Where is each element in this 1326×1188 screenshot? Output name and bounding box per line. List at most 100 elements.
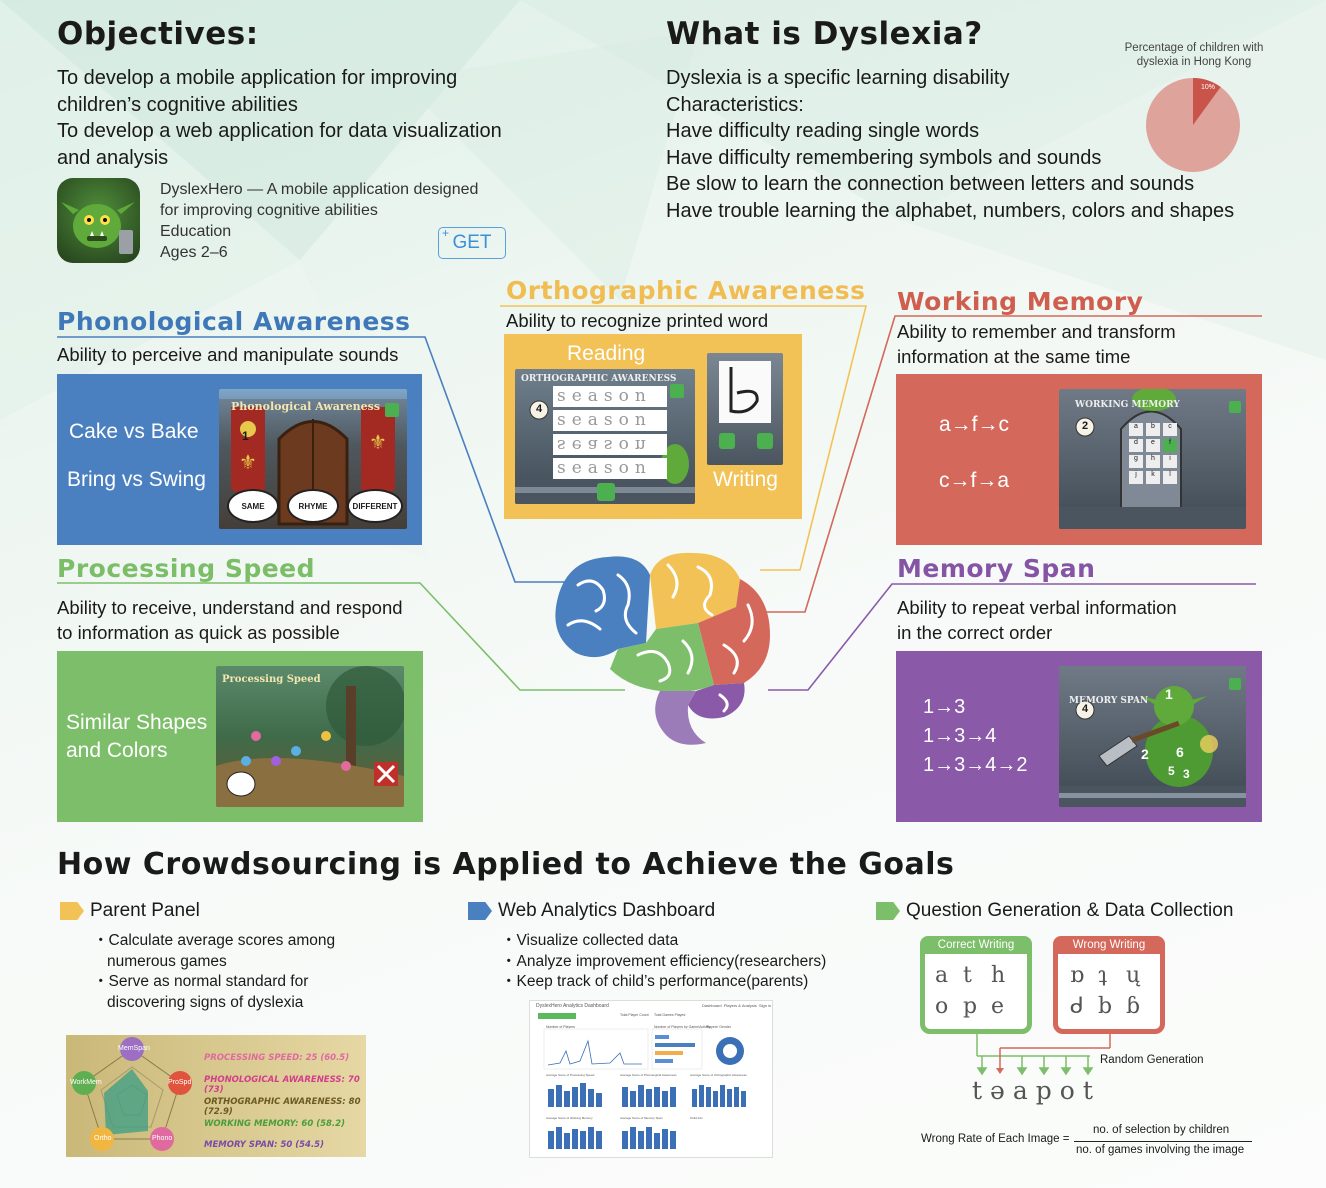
word-letter: t: [972, 1076, 983, 1105]
memspan-panel: 1→3 1→3→4 1→3→4→2 MEMORY SPAN 4 1 2 6 5 …: [896, 651, 1262, 822]
memspan-sequences: 1→3 1→3→4 1→3→4→2: [923, 693, 1028, 780]
dyslexia-line: Have difficulty remembering symbols and …: [666, 146, 1102, 169]
ogre-number: 3: [1183, 767, 1190, 781]
get-label: GET: [452, 232, 492, 253]
keypad-key[interactable]: e: [1146, 439, 1160, 452]
dashboard-charts: [543, 1028, 744, 1070]
word-row[interactable]: season: [553, 458, 667, 479]
blue-tag-icon: [468, 901, 492, 920]
phonological-panel: Cake vs Bake Bring vs Swing ⚜ ⚜ Phonolog…: [57, 374, 422, 545]
parent-score-card: MemSpan ProSpd Phono Ortho WorkMem PROCE…: [66, 1035, 366, 1157]
bullet-item: ・Keep track of child’s performance(paren…: [501, 973, 809, 990]
ogre-number: 1: [1165, 686, 1173, 702]
dashboard-label: Web Analytics Dashboard: [498, 900, 716, 921]
chart-title: Average Score of Processing Speed: [546, 1073, 595, 1077]
get-button[interactable]: + GET: [438, 226, 506, 259]
bubble-rhyme[interactable]: RHYME: [287, 489, 339, 523]
formula-numerator: no. of selection by children: [1093, 1124, 1230, 1136]
processing-panel: Similar Shapes and Colors Processing Spe…: [57, 651, 423, 822]
app-name: DyslexHero — A mobile application design…: [160, 181, 479, 198]
level-badge: 4: [536, 403, 543, 415]
letter-tile: b: [1098, 994, 1113, 1019]
svg-text:⚜: ⚜: [239, 450, 257, 474]
crowd-title: How Crowdsourcing is Applied to Achieve …: [57, 847, 955, 882]
chart-title: Average Score of Memory Span: [620, 1116, 663, 1120]
level-badge: 4: [1082, 703, 1089, 715]
app-description: for improving cognitive abilities: [160, 202, 378, 219]
correct-writing-label: Correct Writing: [920, 936, 1032, 954]
letter-tile: t: [963, 963, 972, 988]
keypad-key[interactable]: g: [1129, 455, 1143, 468]
keypad-key[interactable]: h: [1146, 455, 1160, 468]
nav-item[interactable]: Sign in: [758, 1003, 772, 1008]
brain-illustration: [555, 552, 770, 745]
working-game-screenshot: WORKING MEMORY 2 a b c d e f g h i j k l: [1059, 389, 1246, 529]
keypad-key[interactable]: k: [1146, 471, 1160, 484]
question-label: Question Generation & Data Collection: [906, 900, 1234, 921]
chart-title: Average Score of Working Memory: [546, 1116, 593, 1120]
dyslexia-line: Have trouble learning the alphabet, numb…: [666, 199, 1235, 222]
chart-title: Average Score of Orthographic Awareness: [690, 1073, 747, 1077]
phonological-title: Phonological Awareness: [57, 307, 411, 336]
word-row[interactable]: season: [553, 434, 667, 455]
bubble-different[interactable]: DIFFERENT: [347, 489, 403, 523]
objectives-text: To develop a mobile application for impr…: [57, 65, 597, 171]
processing-game-screenshot: Processing Speed: [216, 666, 404, 807]
parent-bullets: ・Calculate average scores among numerous…: [93, 931, 335, 1013]
pair-label: Cake vs Bake: [69, 420, 199, 443]
keypad-key[interactable]: l: [1163, 471, 1177, 484]
keypad-key[interactable]: b: [1146, 423, 1160, 436]
pie-title: Percentage of children with dyslexia in …: [1112, 41, 1276, 69]
dyslexia-pie-chart: 10%: [1146, 78, 1240, 172]
pie-title-line: Percentage of children with: [1124, 42, 1264, 54]
random-generation-label: Random Generation: [1100, 1054, 1204, 1066]
parent-panel-heading: Parent Panel: [60, 900, 200, 922]
radar-chart: [72, 1037, 192, 1151]
bubble-same[interactable]: SAME: [227, 489, 279, 523]
letter-tile: ɓ: [1126, 994, 1141, 1019]
processing-label-line: Similar Shapes: [66, 711, 208, 734]
word-row[interactable]: season: [553, 410, 667, 431]
bullet-item: ・Analyze improvement efficiency(research…: [501, 952, 827, 970]
word-row[interactable]: season: [553, 386, 667, 407]
level-badge: 1: [242, 429, 249, 443]
ogre-icon: [61, 202, 135, 254]
app-icon[interactable]: [57, 178, 140, 263]
letter-tile: ɒ: [1070, 963, 1085, 988]
letter-tile: p: [963, 994, 978, 1019]
keypad-key[interactable]: j: [1129, 471, 1143, 484]
score-line: WORKING MEMORY: 60 (58.2): [204, 1119, 345, 1129]
keypad-key[interactable]: i: [1163, 455, 1177, 468]
keypad-key[interactable]: d: [1129, 439, 1143, 452]
working-desc-line: Ability to remember and transform: [897, 321, 1176, 342]
radar-label: WorkMem: [70, 1079, 102, 1086]
game-title: MEMORY SPAN: [1069, 696, 1149, 706]
letter-tile: o: [935, 994, 949, 1019]
dyslexia-line: Characteristics:: [666, 93, 804, 116]
sequence-label: c→f→a: [939, 469, 1010, 492]
reading-label: Reading: [567, 342, 646, 365]
dyslexia-line: Dyslexia is a specific learning disabili…: [666, 67, 1010, 89]
objective-line: children’s cognitive abilities: [57, 93, 298, 116]
objectives-title: Objectives:: [57, 16, 259, 52]
bullet-item: numerous games: [107, 952, 227, 970]
dashboard-screenshot: DyslexHero Analytics Dashboard Dashboard…: [529, 1000, 773, 1158]
dashboard-nav: Dashboard Players & Analysis Sign in: [702, 1003, 771, 1008]
memspan-sequence: 1→3→4: [923, 725, 997, 747]
generated-word: t ə a p o t: [972, 1076, 1093, 1105]
nav-item[interactable]: Players & Analysis: [723, 1003, 757, 1008]
bullet-item: ・Visualize collected data: [501, 932, 679, 949]
keypad-key[interactable]: f: [1163, 439, 1177, 452]
processing-title: Processing Speed: [57, 554, 316, 583]
sequence-label: a→f→c: [939, 413, 1010, 436]
yellow-tag-icon: [60, 901, 84, 920]
score-line: PHONOLOGICAL AWARENESS: 70 (73): [204, 1075, 360, 1095]
writing-label: Writing: [713, 468, 778, 491]
nav-item[interactable]: Dashboard: [702, 1003, 722, 1008]
ogre-number: 6: [1176, 744, 1184, 760]
letter-tile: ᑯ: [1070, 994, 1084, 1019]
keypad-key[interactable]: a: [1129, 423, 1143, 436]
keypad-key[interactable]: c: [1163, 423, 1177, 436]
writing-game-screenshot: [707, 353, 783, 465]
forest-illustration: [216, 666, 404, 807]
